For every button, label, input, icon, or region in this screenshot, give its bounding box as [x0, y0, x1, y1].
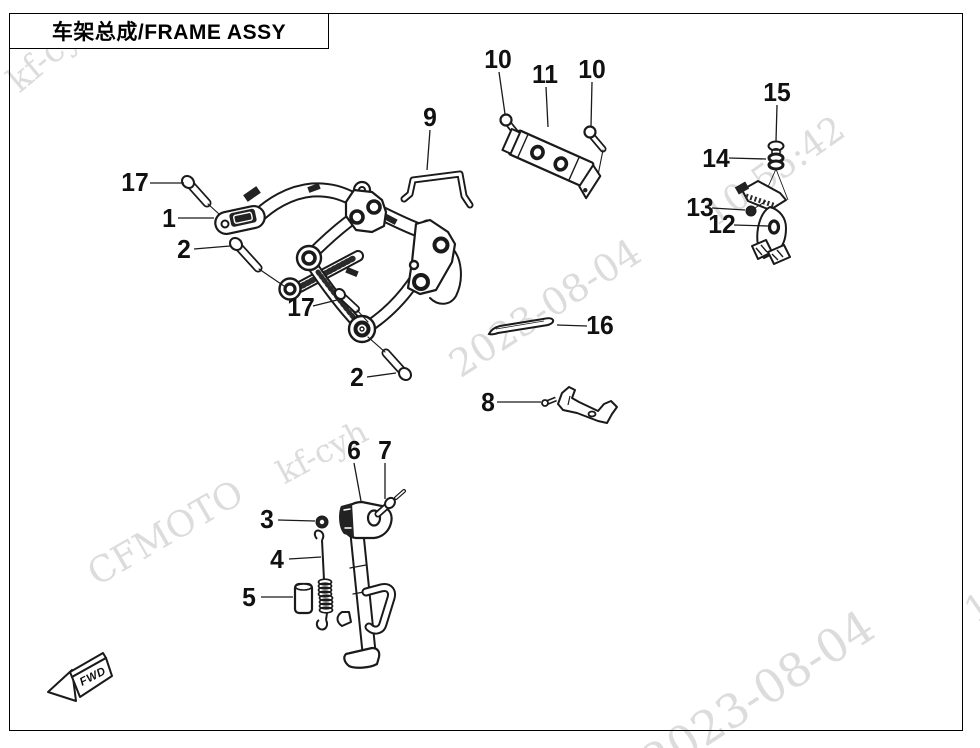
part-12-bracket — [734, 180, 791, 265]
callout-8: 8 — [481, 387, 495, 417]
part-4-spring — [313, 529, 334, 631]
part-6-kickstand — [336, 500, 396, 669]
fwd-arrow — [47, 652, 113, 702]
callout-12: 12 — [708, 209, 736, 239]
callout-2-a: 2 — [177, 234, 191, 264]
callout-17-b: 17 — [287, 292, 315, 322]
part-5-roller — [293, 582, 314, 615]
leader-lines — [150, 71, 778, 598]
callout-10-b: 10 — [578, 54, 606, 84]
callout-10-a: 10 — [484, 44, 512, 74]
part-1-sleeve — [214, 204, 266, 236]
frame-eyelets — [278, 244, 377, 344]
callout-17-a: 17 — [121, 167, 149, 197]
callout-13: 13 — [686, 192, 714, 222]
part-11-bracket — [501, 127, 602, 200]
callout-1: 1 — [162, 203, 176, 233]
part-13-bolt — [745, 200, 767, 217]
part-16-pad — [487, 317, 555, 336]
frame-center-bracket — [344, 180, 388, 234]
callout-7: 7 — [378, 435, 392, 465]
callout-11: 11 — [531, 59, 559, 89]
frame-assembly-drawing — [180, 174, 462, 382]
bolt-17-b — [333, 287, 369, 323]
callout-5: 5 — [242, 582, 256, 612]
part-14-grommet — [763, 152, 789, 201]
page-title: 车架总成/FRAME ASSY — [9, 13, 329, 49]
part-8-bracket — [541, 386, 618, 424]
frame-right-bracket — [406, 218, 462, 305]
callout-14: 14 — [702, 143, 730, 173]
page-border — [9, 13, 963, 731]
bolt-17-a — [180, 174, 220, 215]
callout-15: 15 — [763, 77, 791, 107]
callout-9: 9 — [423, 102, 437, 132]
part-7-bolt — [374, 489, 406, 518]
callout-16: 16 — [586, 310, 614, 340]
callout-4: 4 — [270, 544, 284, 574]
callout-6: 6 — [347, 435, 361, 465]
part-9-bracket — [400, 170, 474, 209]
callout-2-b: 2 — [350, 362, 364, 392]
callout-3: 3 — [260, 504, 274, 534]
bolt-2-b — [367, 336, 413, 382]
part-3-nut — [315, 515, 329, 529]
part-15-plug — [767, 140, 785, 156]
bolt-2-a — [228, 236, 285, 287]
